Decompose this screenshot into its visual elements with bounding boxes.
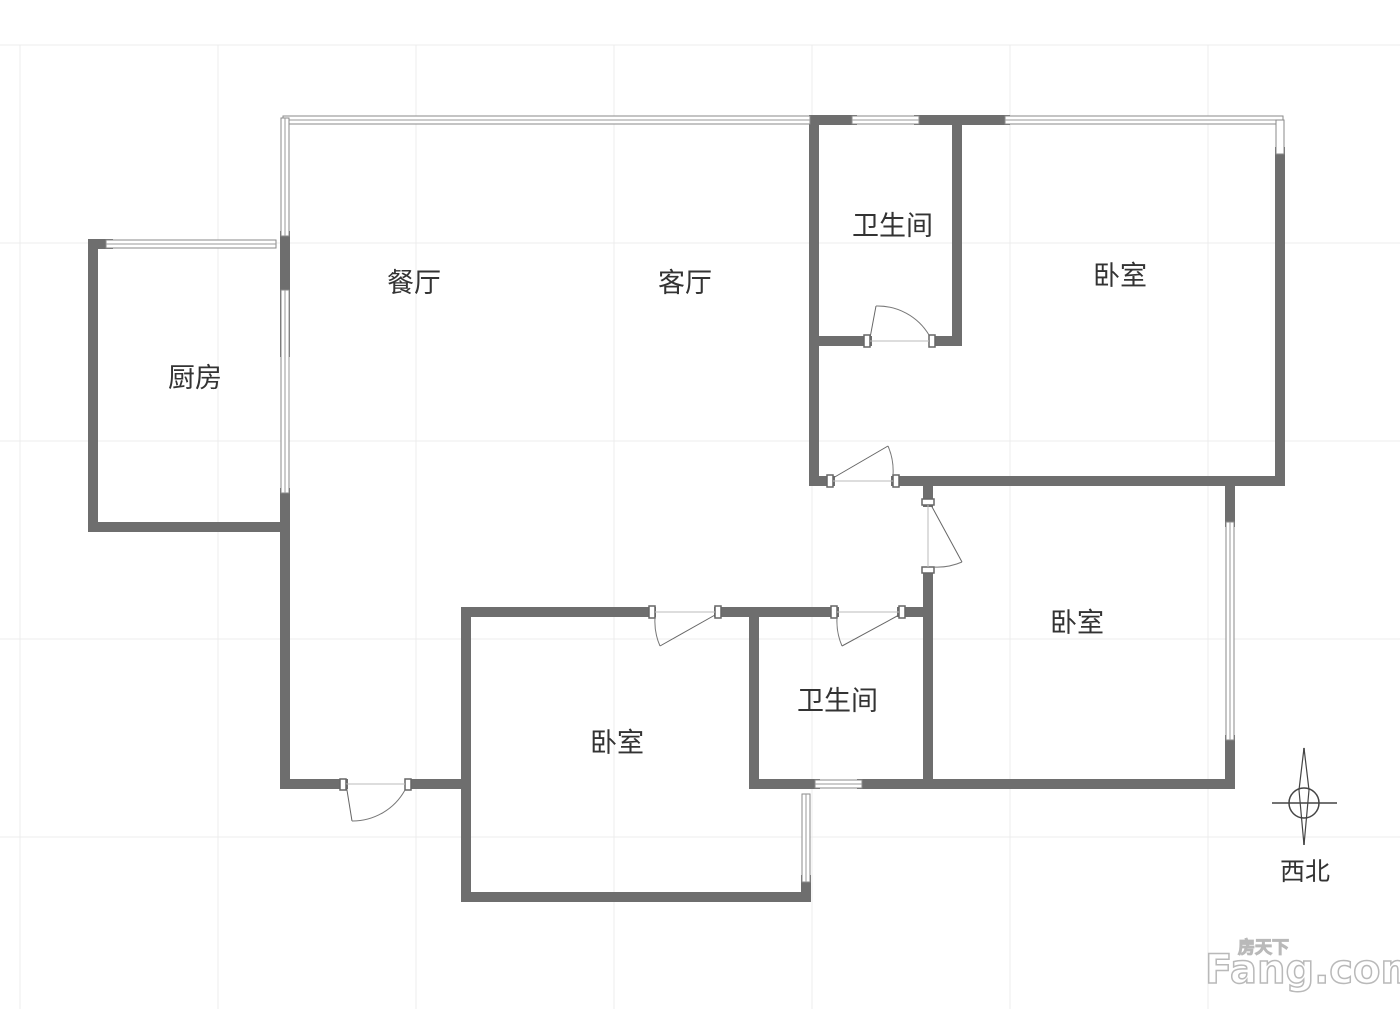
room-label-dining: 餐厅 <box>387 268 441 299</box>
windows <box>105 115 1285 883</box>
bedroom-ne-door[interactable] <box>826 445 900 488</box>
bath-north-outer-wall <box>809 115 857 486</box>
compass: 西北 <box>1272 747 1337 886</box>
room-label-bath-south: 卫生间 <box>797 686 878 717</box>
compass-label: 西北 <box>1280 857 1330 886</box>
room-label-bath-north: 卫生间 <box>852 211 933 242</box>
bedroom-south-door[interactable] <box>648 605 722 647</box>
bedroom-ne-wall <box>1225 147 1285 486</box>
watermark-brand: Fang.com <box>1205 947 1400 993</box>
walls <box>88 115 1285 902</box>
background-grid <box>0 44 1400 1009</box>
room-label-kitchen: 厨房 <box>168 363 222 394</box>
doors <box>339 305 963 822</box>
bath-south-door[interactable] <box>830 605 906 647</box>
kitchen-wall <box>88 239 288 532</box>
window-bedroom-ne-east <box>1275 119 1285 155</box>
bath-north-wall <box>929 115 962 346</box>
compass-arrow-icon <box>1298 747 1310 846</box>
room-label-living: 客厅 <box>658 268 712 299</box>
room-label-bedroom-south: 卧室 <box>590 728 644 759</box>
bath-north-door[interactable] <box>863 305 936 348</box>
entrance-door[interactable] <box>339 778 412 822</box>
bedroom-east-door[interactable] <box>921 498 963 574</box>
west-wall <box>280 522 348 789</box>
watermark-logo: 房天下 Fang.com <box>1204 937 1400 994</box>
room-label-bedroom-ne: 卧室 <box>1093 261 1147 292</box>
south-bedroom-wall <box>461 779 811 902</box>
room-labels: 厨房 餐厅 客厅 卫生间 卧室 卧室 卫生间 卧室 <box>168 211 1147 759</box>
bath-south-west-wall <box>749 607 820 789</box>
south-bedroom-north-wall <box>461 607 656 789</box>
watermark-cn: 房天下 <box>1238 937 1289 958</box>
room-label-bedroom-east: 卧室 <box>1050 608 1104 639</box>
